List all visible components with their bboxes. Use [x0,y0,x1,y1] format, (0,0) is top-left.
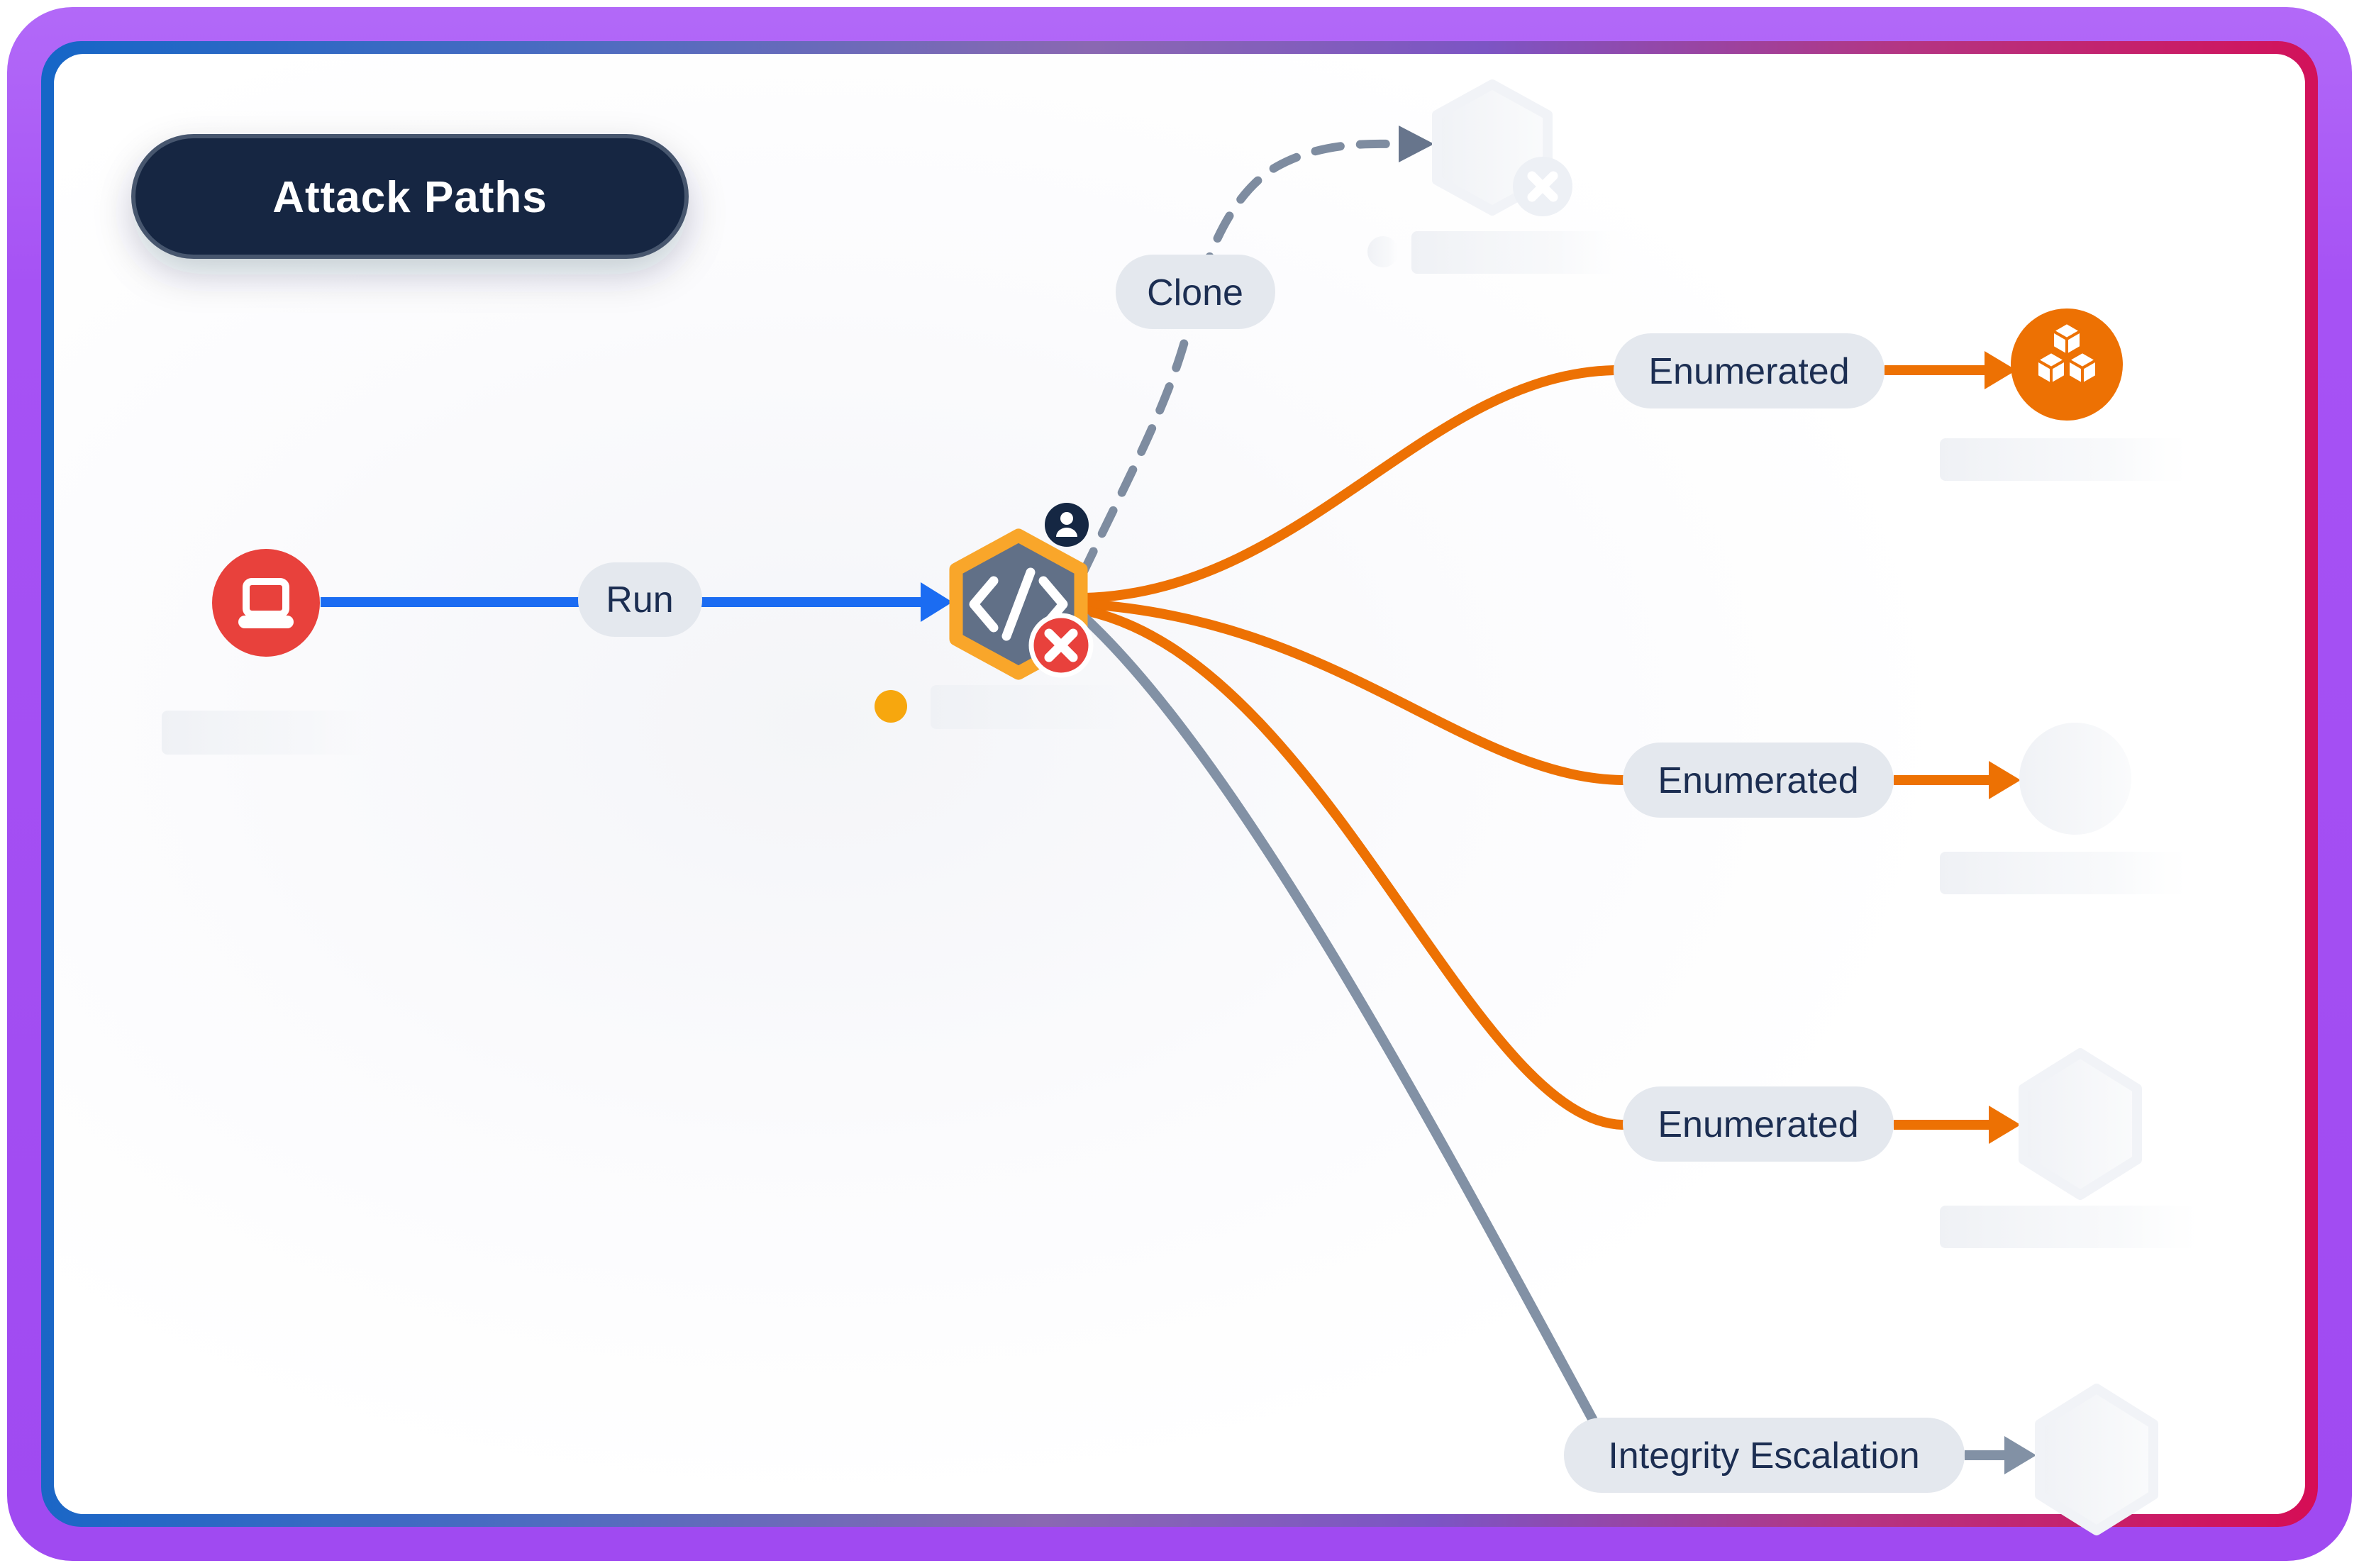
hexagon-ghost-icon [2035,1384,2158,1535]
user-badge [1045,503,1089,547]
skeleton-text-bar [162,711,374,755]
cubes-icon [2036,321,2098,386]
user-icon [1056,512,1077,537]
clone-label: Clone [1147,272,1243,313]
enumerated-label-3: Enumerated [1658,1104,1858,1145]
circle-ghost-icon [2019,723,2131,835]
error-badge [1028,613,1094,678]
enumerated-label-2: Enumerated [1658,760,1858,801]
cloud-resource-node[interactable] [1940,308,2188,481]
integrity-escalation-edge [1078,611,2036,1474]
run-label: Run [606,579,673,621]
x-icon [1527,171,1558,202]
arrow-right-icon [921,582,953,622]
warning-dot-icon [875,690,907,723]
integrity-escalation-label: Integrity Escalation [1608,1435,1919,1477]
skeleton-text-bar [1411,231,1623,274]
code-node[interactable] [875,503,1145,729]
skeleton-text-bar [1940,852,2188,894]
page-title: Attack Paths [272,173,548,222]
integrity-escalation-label-pill[interactable]: Integrity Escalation [1564,1418,1965,1493]
ghost-circle-node[interactable] [1940,723,2188,894]
enumerated-edge-3 [1081,606,2021,1144]
ghost-hexagon-node[interactable] [1940,1048,2199,1248]
skeleton-dot [1367,236,1399,267]
enumerated-edge-1 [1080,351,2016,603]
enumerated-label-1: Enumerated [1648,351,1849,392]
hexagon-ghost-icon [2019,1048,2142,1200]
ghost-hexagon-node-bottom[interactable] [2035,1384,2158,1535]
clone-target-node[interactable] [1367,79,1623,274]
x-icon [1044,628,1078,662]
arrow-right-icon [1989,1106,2021,1144]
enumerated-label-pill-3[interactable]: Enumerated [1623,1086,1894,1162]
attack-paths-title: Attack Paths [131,134,689,259]
source-device-node[interactable] [162,549,374,755]
skeleton-text-bar [1940,438,2188,481]
arrow-right-icon [1399,126,1434,162]
arrow-right-icon [2004,1436,2036,1474]
ghost-x-badge [1513,157,1572,216]
enumerated-edge-2 [1082,599,2021,799]
skeleton-text-bar [931,685,1145,729]
skeleton-text-bar [1940,1206,2199,1248]
run-label-pill[interactable]: Run [578,562,702,637]
laptop-icon [238,578,294,628]
clone-edge [1078,126,1434,579]
arrow-right-icon [1985,351,2016,389]
arrow-right-icon [1989,761,2021,799]
clone-label-pill[interactable]: Clone [1116,255,1275,329]
enumerated-label-pill-2[interactable]: Enumerated [1623,743,1894,818]
enumerated-label-pill-1[interactable]: Enumerated [1614,333,1885,408]
